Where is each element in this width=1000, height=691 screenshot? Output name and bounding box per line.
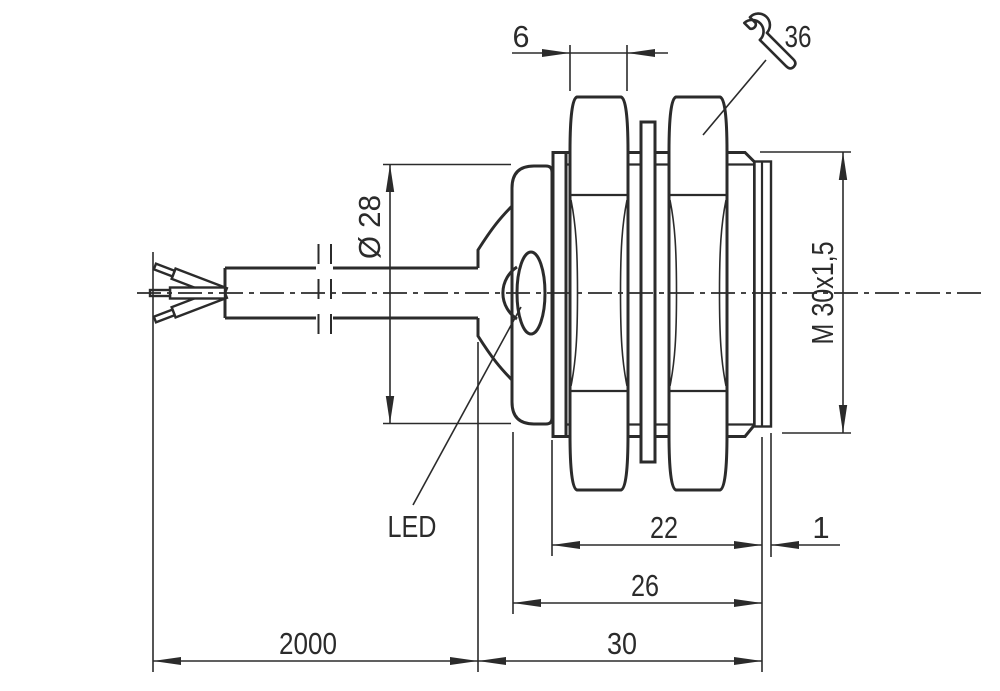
wrench-callout: 36 bbox=[702, 12, 812, 136]
dimension-thread-length: 22 bbox=[552, 510, 762, 549]
dimension-text-cable-length: 2000 bbox=[279, 626, 337, 661]
dimension-text-front-length: 26 bbox=[631, 568, 659, 603]
wrench-size-label: 36 bbox=[785, 19, 812, 54]
dimension-face-thickness: 1 bbox=[771, 510, 840, 549]
lock-washer bbox=[639, 120, 657, 464]
led-label: LED bbox=[388, 509, 437, 544]
dimension-front-length: 26 bbox=[513, 568, 762, 607]
dimension-text-housing-diameter: Ø 28 bbox=[352, 195, 387, 259]
dimension-body-length: 30 bbox=[478, 626, 762, 665]
led-leader-line bbox=[412, 306, 522, 506]
wrench-icon bbox=[742, 12, 797, 70]
led-callout: LED bbox=[388, 306, 522, 544]
dimension-thread-spec: M 30x1,5 bbox=[760, 151, 851, 434]
dimension-text-thread-length: 22 bbox=[650, 510, 678, 545]
led-dome-arc bbox=[501, 265, 518, 321]
dimension-text-thread-spec: M 30x1,5 bbox=[805, 242, 840, 345]
dimension-text-face-thickness: 1 bbox=[812, 510, 829, 545]
dimension-text-nut-width: 6 bbox=[513, 19, 530, 54]
sensing-face-cap bbox=[753, 160, 773, 428]
dimension-cable-length: 2000 bbox=[153, 626, 478, 665]
wrench-leader-line bbox=[702, 59, 767, 136]
dimension-text-body-length: 30 bbox=[607, 626, 637, 661]
rear-housing bbox=[510, 164, 554, 426]
dimension-housing-diameter: Ø 28 bbox=[352, 163, 511, 425]
dimension-nut-width: 6 bbox=[512, 19, 668, 91]
extension-lines bbox=[152, 252, 772, 672]
